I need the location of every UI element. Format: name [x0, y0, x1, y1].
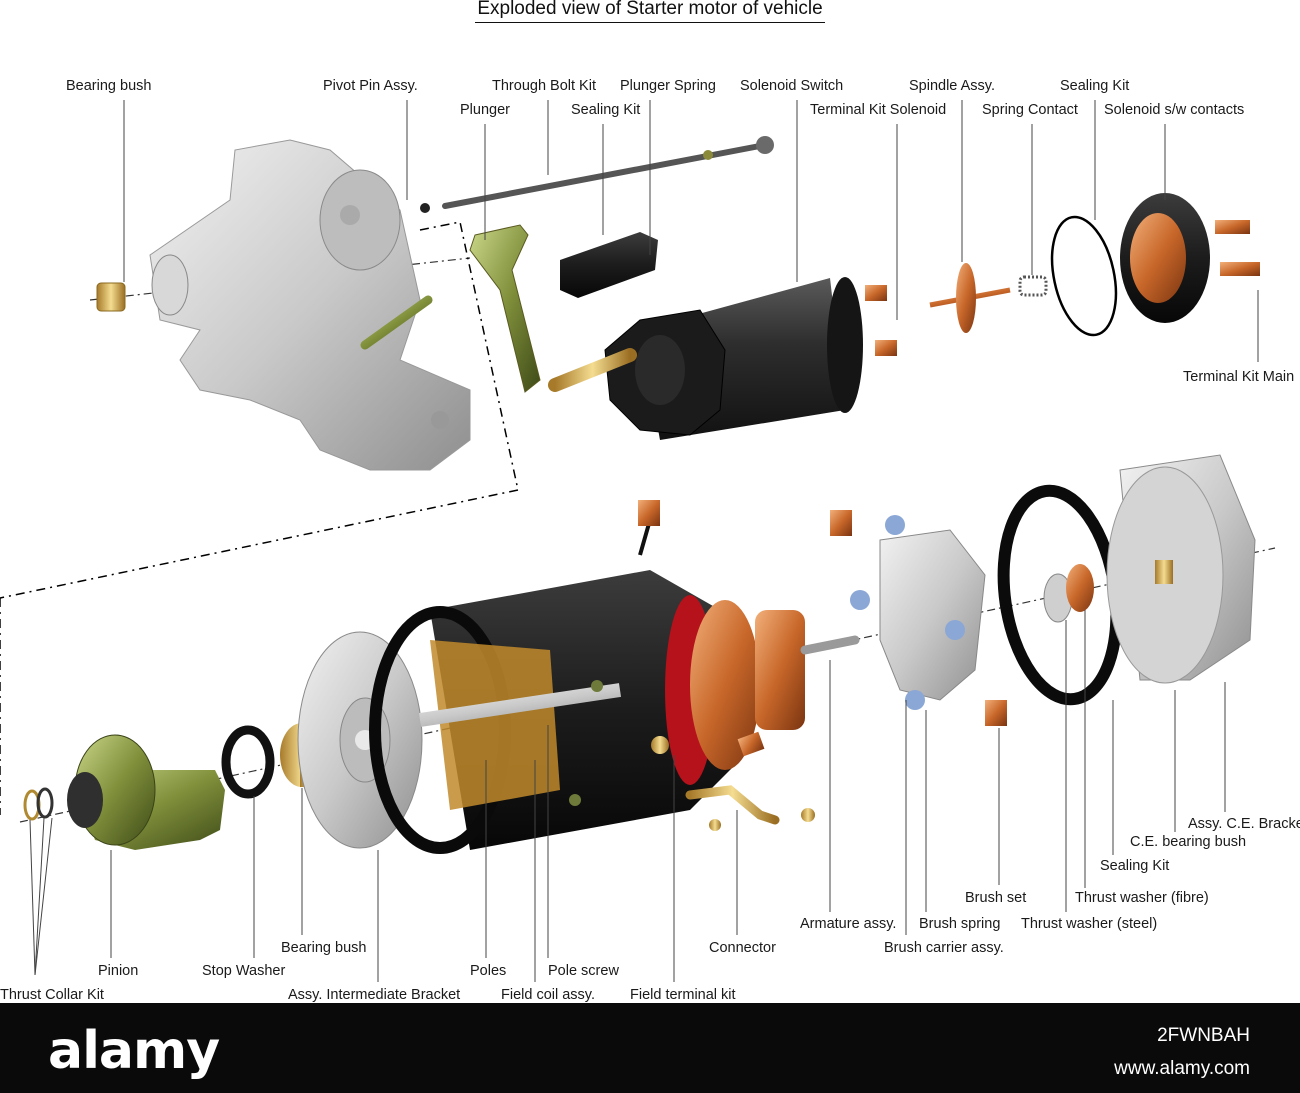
label-brush-carrier-assy: Brush carrier assy.	[884, 940, 1004, 956]
intermediate-bracket-part	[297, 631, 423, 849]
thrust-washers-part	[1043, 564, 1094, 623]
label-spring-contact: Spring Contact	[982, 102, 1078, 118]
plunger-lever-part	[469, 224, 541, 393]
exploded-diagram	[0, 100, 1276, 982]
label-terminal-kit-solenoid: Terminal Kit Solenoid	[810, 102, 947, 118]
label-thrust-washer-fibre: Thrust washer (fibre)	[1075, 890, 1209, 906]
sealing-ring-top-part	[1050, 215, 1118, 337]
diagram-title-text: Exploded view of Starter motor of vehicl…	[475, 0, 825, 23]
stop-washer-part	[221, 725, 275, 799]
label-pinion: Pinion	[98, 963, 139, 979]
label-solenoid-switch: Solenoid Switch	[740, 78, 844, 94]
label-sealing-kit-top-right: Sealing Kit	[1060, 78, 1130, 94]
label-thrust-collar-kit: Thrust Collar Kit	[0, 987, 104, 1003]
label-ce-bearing-bush: C.E. bearing bush	[1130, 834, 1247, 850]
label-plunger: Plunger	[460, 102, 510, 118]
drive-end-housing-part	[149, 139, 471, 471]
label-plunger-spring: Plunger Spring	[620, 78, 716, 94]
solenoid-switch-part	[548, 277, 897, 440]
label-field-terminal-kit: Field terminal kit	[630, 987, 736, 1003]
label-solenoid-contacts: Solenoid s/w contacts	[1104, 102, 1245, 118]
label-thrust-washer-steel: Thrust washer (steel)	[1021, 916, 1158, 932]
label-terminal-kit-main: Terminal Kit Main	[1183, 369, 1295, 385]
leader-lines	[29, 100, 1259, 982]
through-bolt-part	[442, 136, 774, 209]
field-frame-part	[369, 500, 740, 854]
spindle-part	[929, 263, 1011, 333]
label-assy-intermediate-bracket: Assy. Intermediate Bracket	[288, 987, 461, 1003]
label-sealing-kit-bottom: Sealing Kit	[1100, 858, 1170, 874]
watermark-footer: alamy 2FWNBAH www.alamy.com	[0, 1003, 1300, 1093]
bearing-bush-top-part	[96, 282, 126, 312]
brand-logo: alamy	[48, 1021, 220, 1081]
site-url: www.alamy.com	[1114, 1058, 1250, 1079]
image-id: 2FWNBAH	[1157, 1025, 1250, 1046]
brush-carrier-part	[830, 510, 1007, 726]
ce-bracket-part	[1106, 454, 1256, 684]
label-sealing-kit-top: Sealing Kit	[571, 102, 641, 118]
label-pivot-pin-assy: Pivot Pin Assy.	[323, 78, 418, 94]
sealing-kit-block-part	[560, 232, 658, 298]
diagram-title: Exploded view of Starter motor of vehicl…	[0, 0, 1300, 23]
label-bearing-bush-top: Bearing bush	[66, 78, 152, 94]
field-terminal-part	[651, 731, 815, 831]
label-brush-spring: Brush spring	[919, 916, 1001, 932]
label-brush-set: Brush set	[965, 890, 1027, 906]
label-field-coil-assy: Field coil assy.	[501, 987, 596, 1003]
solenoid-contacts-cap-part	[1120, 193, 1260, 323]
label-pole-screw: Pole screw	[548, 963, 619, 979]
thrust-collar-part	[23, 787, 54, 821]
label-armature-assy: Armature assy.	[800, 916, 897, 932]
label-stop-washer: Stop Washer	[202, 963, 286, 979]
label-bearing-bush-bottom: Bearing bush	[281, 940, 367, 956]
armature-part	[665, 595, 860, 785]
pinion-part	[67, 734, 225, 850]
label-assy-ce-bracket: Assy. C.E. Bracket	[1188, 816, 1300, 832]
label-poles: Poles	[470, 963, 507, 979]
spring-contact-part	[1018, 275, 1048, 297]
pivot-pin-part	[360, 203, 433, 350]
label-connector: Connector	[709, 940, 776, 956]
label-through-bolt-kit: Through Bolt Kit	[492, 78, 596, 94]
label-spindle-assy: Spindle Assy.	[909, 78, 995, 94]
